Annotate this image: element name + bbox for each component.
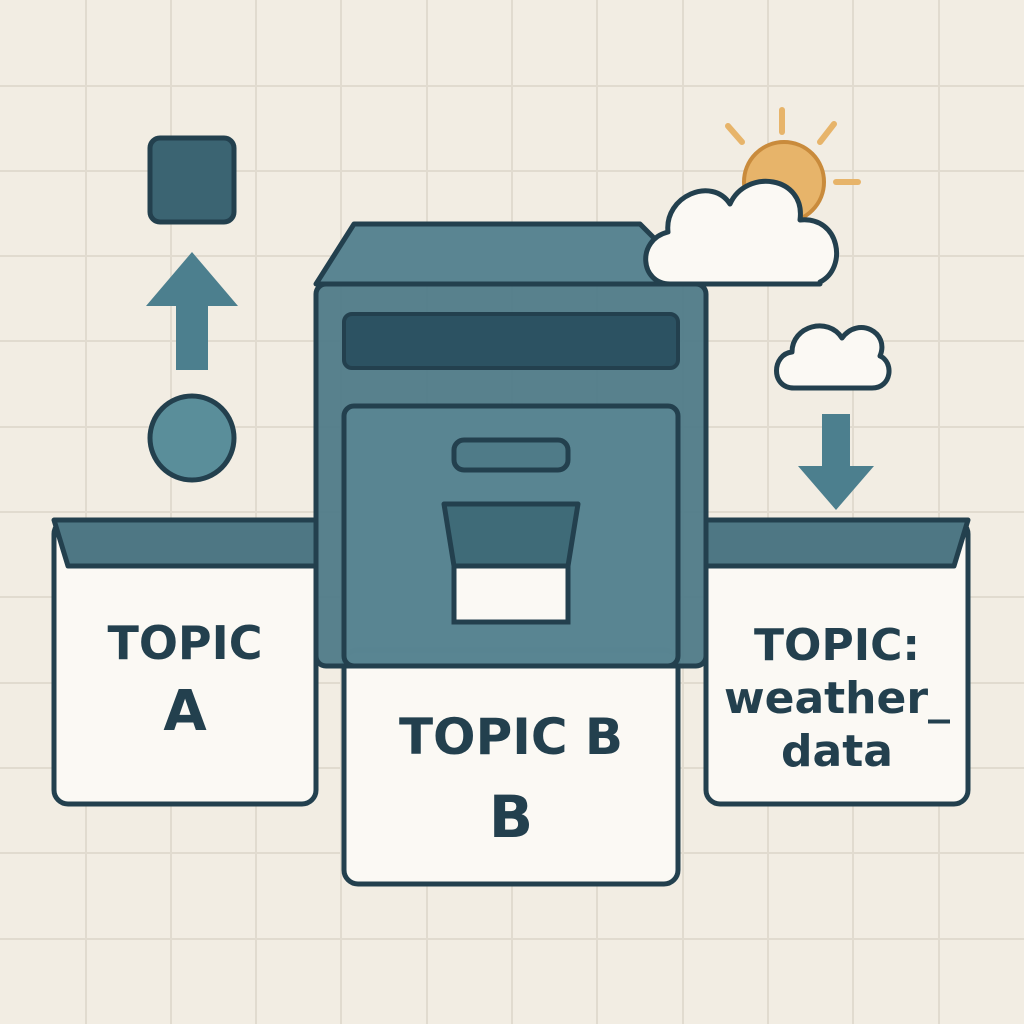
topic-a-tray: [51, 517, 319, 807]
topic-weather-title: TOPIC:: [754, 620, 920, 671]
topic-weather-tray-top: [703, 517, 971, 569]
topic-weather-tray: [703, 517, 971, 807]
small-cloud-icon: [774, 323, 892, 391]
mailbox-handle: [451, 437, 571, 473]
topic-weather-name-part2: data: [781, 725, 893, 777]
circle-icon: [147, 393, 237, 483]
topic-b-letter: B: [488, 783, 534, 851]
topic-a-title: TOPIC: [107, 616, 263, 670]
down-arrow-icon: [798, 414, 874, 510]
topic-weather-name-part1: weather_: [723, 672, 951, 724]
up-arrow-icon: [146, 252, 238, 370]
topic-b-label: TOPIC B B: [360, 712, 662, 846]
topic-b-title: TOPIC B: [398, 708, 624, 766]
square-icon: [147, 135, 237, 225]
topic-a-tray-top: [51, 517, 319, 569]
mailbox-icon: [313, 221, 709, 669]
mailbox-slot: [342, 312, 680, 370]
mailbox-window-paper: [451, 563, 571, 625]
topic-weather-label: TOPIC: weather_ data: [712, 620, 962, 778]
topic-a-letter: A: [163, 679, 207, 744]
mailbox-window-top: [441, 501, 581, 569]
topic-a-label: TOPIC A: [80, 620, 290, 740]
mailbox-lid: [313, 221, 703, 287]
cloud-icon: [643, 178, 840, 287]
